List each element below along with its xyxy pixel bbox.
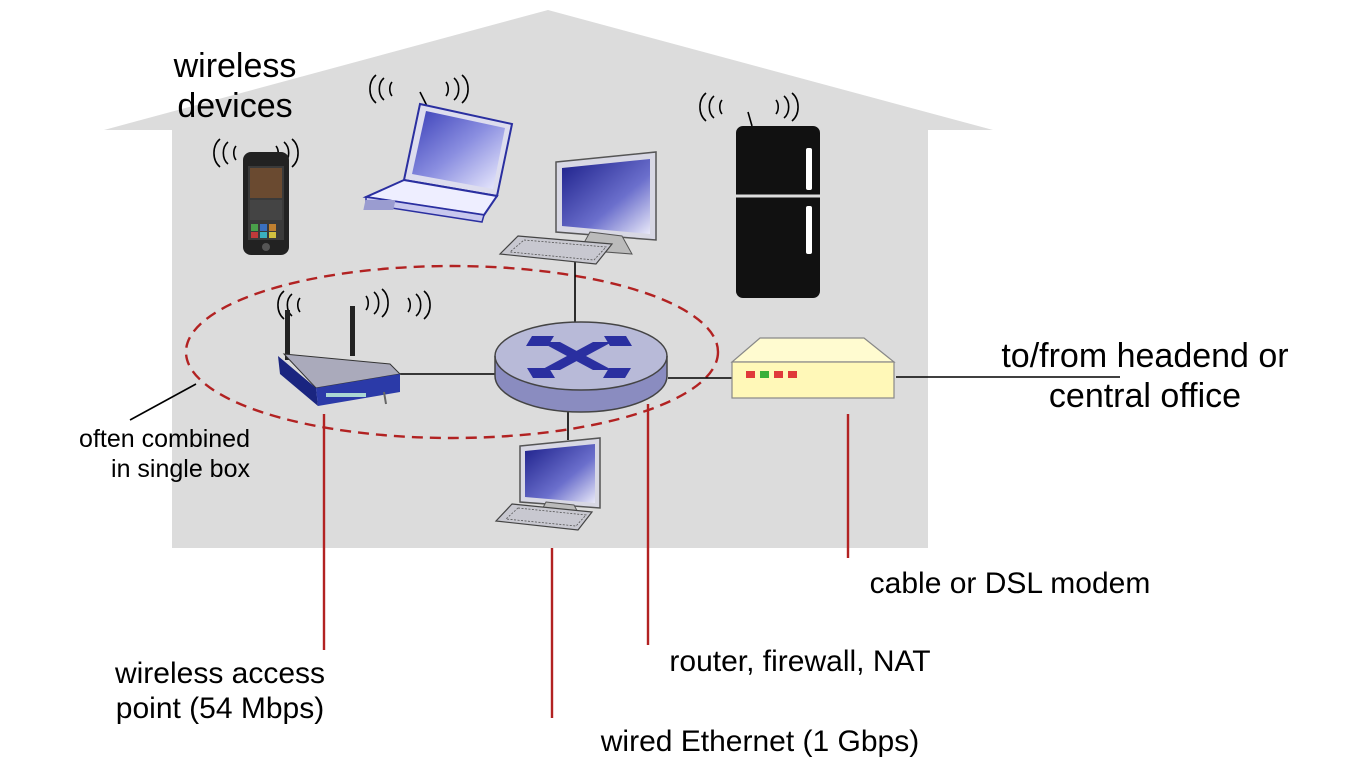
often-combined-label: often combined in single box [79,425,250,483]
wireless-access-point-icon [277,288,431,406]
smartphone-icon [213,138,299,255]
wired-ethernet-label: wired Ethernet (1 Gbps) [600,725,920,758]
combined-box-ellipse [184,264,720,440]
laptop-icon [362,74,514,223]
headend-label: to/from headend or central office [1001,337,1289,416]
modem-icon [730,337,896,399]
router-label: router, firewall, NAT [669,645,931,678]
wireless-access-point-label: wireless access point (54 Mbps) [114,657,326,726]
network-wires [129,262,1120,440]
modem-label: cable or DSL modem [869,567,1151,600]
wireless-devices-label: wireless devices [173,47,297,126]
refrigerator-icon [699,92,820,298]
callout-lines [322,404,850,718]
router-x-icon [526,336,632,378]
desktop-computer-icon [494,437,601,531]
router-icon [494,321,668,413]
desktop-computer-icon [498,151,657,265]
